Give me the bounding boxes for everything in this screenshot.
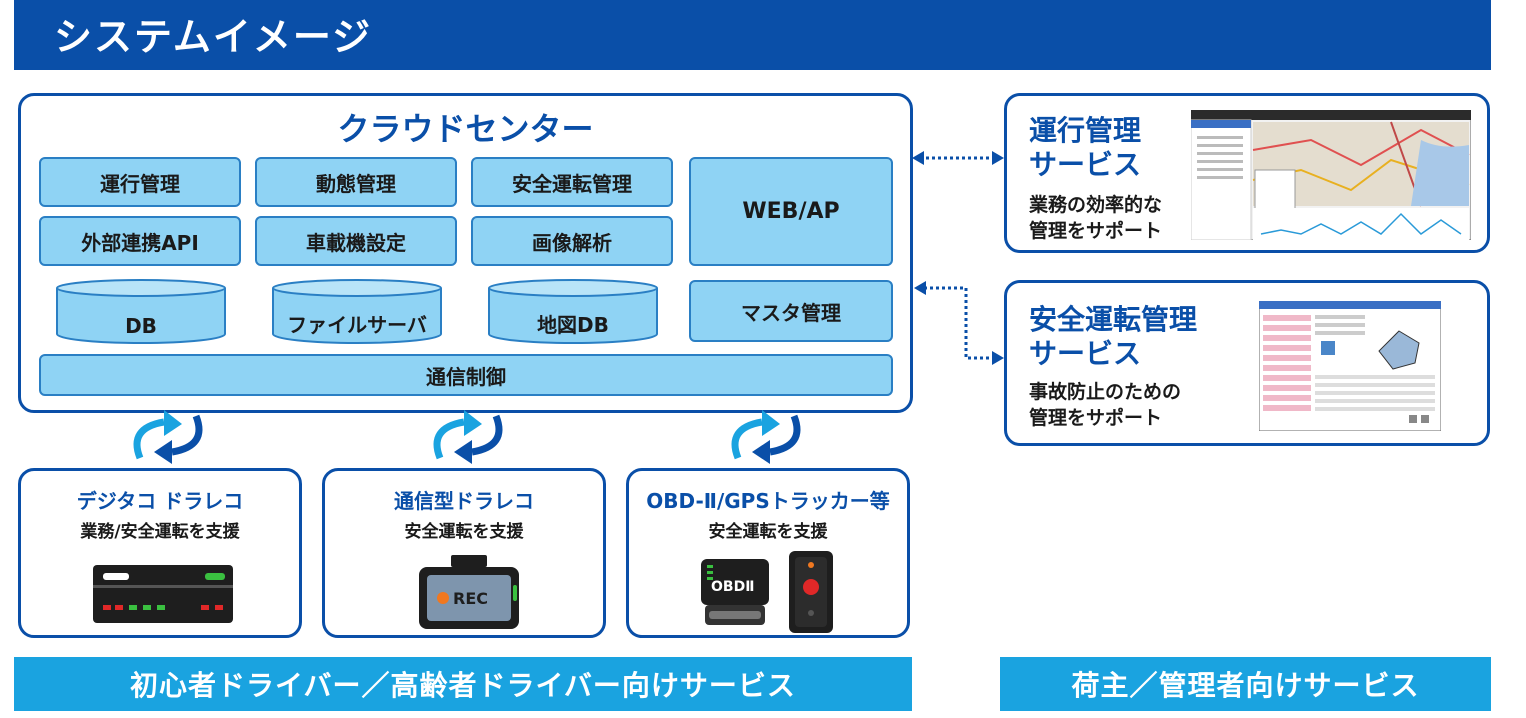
- safe-driving-report-screenshot: [1259, 301, 1441, 431]
- database-map-db-label: 地図DB: [537, 313, 609, 337]
- device-panel-obd-gps: OBD-Ⅱ/GPSトラッカー等 安全運転を支援 OBDⅡ: [626, 468, 910, 638]
- device-desc: 安全運転を支援: [404, 522, 524, 542]
- arrow-left-icon: [914, 281, 926, 295]
- module-master-management: マスタ管理: [689, 280, 893, 342]
- obd-device-icon: OBDⅡ: [697, 555, 773, 631]
- device-panel-digital-tacho: デジタコ ドラレコ 業務/安全運転を支援: [18, 468, 302, 638]
- cloud-center-title: クラウドセンター: [337, 110, 594, 148]
- module-safe-driving-management: 安全運転管理: [471, 157, 673, 207]
- sync-arrows-icon: [433, 410, 503, 464]
- database-file-server: ファイルサーバ: [271, 278, 443, 344]
- module-web-ap: WEB/AP: [689, 157, 893, 266]
- footer-manager-services: 荷主／管理者向けサービス: [1000, 657, 1491, 711]
- arrow-right-icon: [992, 351, 1004, 365]
- sync-arrows-icon: [731, 410, 801, 464]
- module-communication-control: 通信制御: [39, 354, 893, 396]
- module-device-settings: 車載機設定: [255, 216, 457, 266]
- service-title-line2: サービス: [1029, 148, 1142, 181]
- service-panel-operation: 運行管理 サービス 業務の効率的な 管理をサポート: [1004, 93, 1490, 253]
- obd-label: OBDⅡ: [711, 579, 755, 595]
- operation-app-screenshot: [1191, 110, 1471, 240]
- page-title: システムイメージ: [54, 15, 373, 59]
- service-desc-line2: 管理をサポート: [1029, 407, 1163, 429]
- service-title-line2: サービス: [1029, 337, 1142, 370]
- sync-arrows-icon: [133, 410, 203, 464]
- dashcam-device-icon: REC: [417, 555, 521, 631]
- footer-driver-services: 初心者ドライバー／高齢者ドライバー向けサービス: [14, 657, 912, 711]
- database-file-server-label: ファイルサーバ: [287, 313, 427, 337]
- device-title: 通信型ドラレコ: [394, 489, 534, 513]
- service-panel-safe-driving: 安全運転管理 サービス 事故防止のための 管理をサポート: [1004, 280, 1490, 446]
- database-db-label: DB: [125, 314, 157, 338]
- service-title-line1: 安全運転管理: [1029, 303, 1198, 336]
- cloud-center-panel: クラウドセンター 運行管理 動態管理 安全運転管理 外部連携API 車載機設定 …: [18, 93, 913, 413]
- connector-lines: [912, 151, 1004, 365]
- gps-tracker-device-icon: [789, 551, 833, 633]
- digital-tacho-device-icon: [93, 565, 233, 623]
- service-desc-line1: 事故防止のための: [1029, 381, 1182, 403]
- device-panel-comm-dashcam: 通信型ドラレコ 安全運転を支援 REC: [322, 468, 606, 638]
- database-cylinder-icon: [272, 279, 442, 344]
- header-bar: システムイメージ: [14, 0, 1491, 70]
- service-desc-line1: 業務の効率的な: [1029, 194, 1163, 216]
- device-desc: 業務/安全運転を支援: [80, 522, 240, 542]
- device-desc: 安全運転を支援: [708, 522, 828, 542]
- rec-label: REC: [453, 589, 488, 608]
- service-title-line1: 運行管理: [1029, 114, 1142, 147]
- arrow-left-icon: [912, 151, 924, 165]
- device-title: デジタコ ドラレコ: [76, 489, 244, 513]
- module-dynamic-management: 動態管理: [255, 157, 457, 207]
- module-operation-management: 運行管理: [39, 157, 241, 207]
- database-map-db: 地図DB: [487, 278, 659, 344]
- database-cylinder-icon: [56, 279, 226, 344]
- service-desc-line2: 管理をサポート: [1029, 220, 1163, 242]
- arrow-right-icon: [992, 151, 1004, 165]
- device-title: OBD-Ⅱ/GPSトラッカー等: [646, 489, 890, 513]
- database-cylinder-icon: [488, 279, 658, 344]
- module-image-analysis: 画像解析: [471, 216, 673, 266]
- module-external-api: 外部連携API: [39, 216, 241, 266]
- database-db: DB: [55, 278, 227, 344]
